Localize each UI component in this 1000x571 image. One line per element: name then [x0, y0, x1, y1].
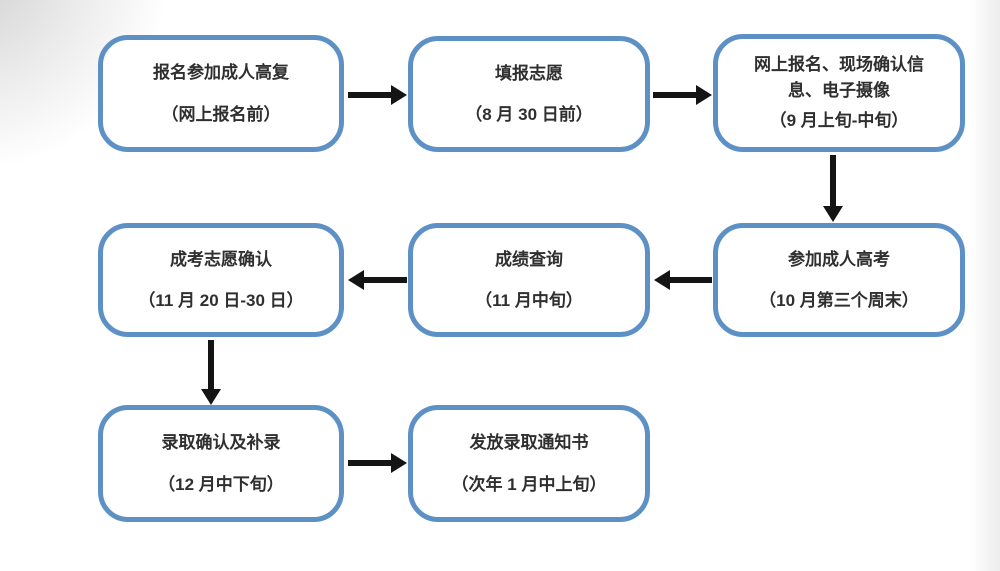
node-date: （网上报名前）	[161, 104, 281, 124]
flow-node-score-inquiry: 成绩查询 （11 月中旬）	[408, 223, 650, 337]
node-date: （12 月中下旬）	[158, 474, 284, 494]
node-date: （11 月 20 日-30 日）	[138, 291, 304, 310]
flow-node-take-exam: 参加成人高考 （10 月第三个周末）	[713, 223, 965, 337]
node-title: 成考志愿确认	[170, 249, 272, 269]
node-title: 录取确认及补录	[161, 433, 281, 453]
flow-node-fill-preferences: 填报志愿 （8 月 30 日前）	[408, 36, 650, 152]
arrow-right-icon	[653, 92, 697, 98]
flow-node-register-review: 报名参加成人高复 （网上报名前）	[98, 35, 344, 152]
flow-node-online-registration: 网上报名、现场确认信息、电子摄像 （9 月上旬-中旬）	[713, 34, 965, 152]
flow-node-preference-confirm: 成考志愿确认 （11 月 20 日-30 日）	[98, 223, 344, 337]
flow-node-admission-confirm: 录取确认及补录 （12 月中下旬）	[98, 405, 344, 522]
node-title: 参加成人高考	[788, 249, 890, 269]
arrow-down-icon	[830, 155, 836, 207]
node-title: 成绩查询	[495, 249, 563, 269]
flow-node-admission-notice: 发放录取通知书 （次年 1 月中上旬）	[408, 405, 650, 522]
node-date: （8 月 30 日前）	[465, 105, 593, 124]
node-title: 报名参加成人高复	[153, 63, 289, 83]
node-date: （9 月上旬-中旬）	[769, 110, 909, 130]
node-date: （11 月中旬）	[475, 291, 583, 310]
arrow-left-icon	[669, 277, 712, 283]
arrow-right-icon	[348, 460, 392, 466]
arrow-down-icon	[208, 340, 214, 390]
node-date: （10 月第三个周末）	[759, 291, 919, 310]
node-title: 填报志愿	[495, 63, 563, 83]
arrow-right-icon	[348, 92, 392, 98]
arrow-left-icon	[363, 277, 407, 283]
node-date: （次年 1 月中上旬）	[451, 474, 607, 494]
node-title: 发放录取通知书	[469, 433, 589, 453]
node-title: 网上报名、现场确认信息、电子摄像	[754, 54, 924, 101]
